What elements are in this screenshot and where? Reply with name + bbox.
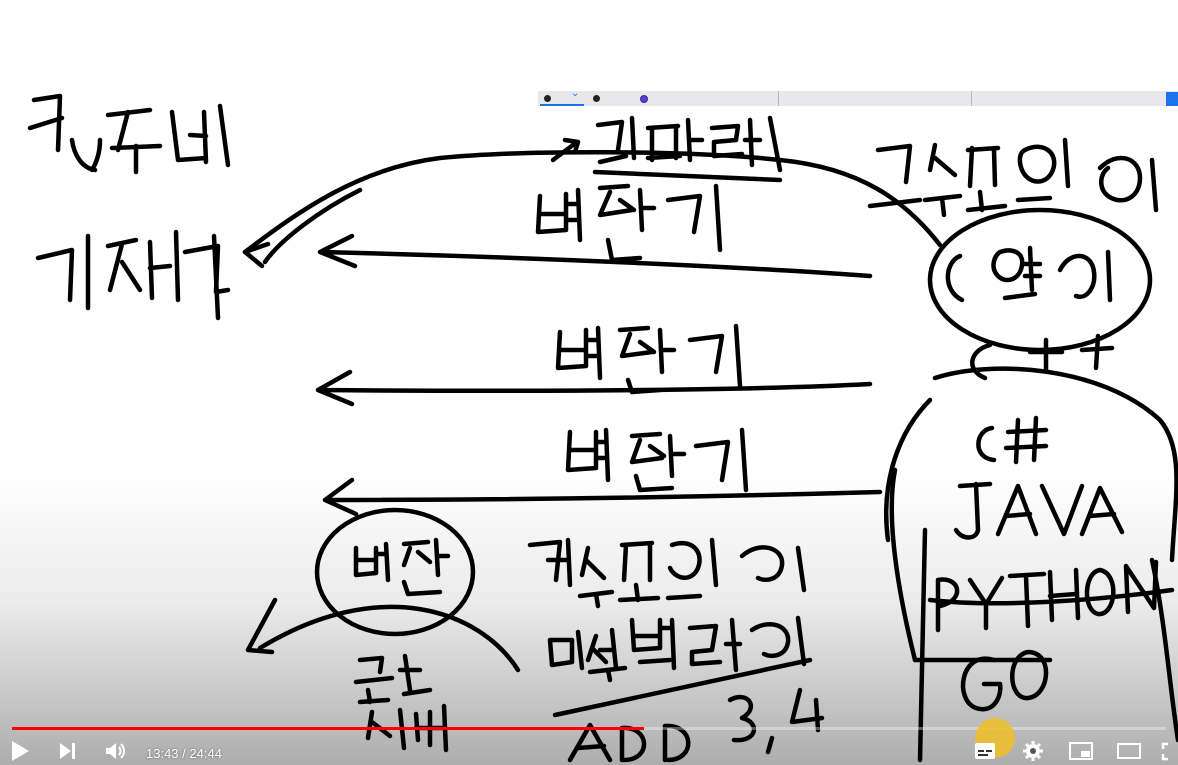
- fullscreen-icon: [1161, 742, 1168, 761]
- converter-arrow-1: [317, 233, 873, 279]
- c-language-bubble: [927, 207, 1153, 353]
- converter-arc-arrow: [245, 597, 521, 673]
- converter-arrow-3: [322, 477, 883, 517]
- handwriting-go: [960, 649, 1049, 712]
- next-icon: [60, 743, 75, 759]
- languages-bubble: [883, 366, 1178, 763]
- handwriting-low-level-language: [527, 537, 807, 609]
- progress-bar[interactable]: [12, 727, 1166, 730]
- handwriting-converter-1: [535, 183, 723, 263]
- handwriting-compiler: [550, 115, 783, 183]
- toolbar-dot-icon: [544, 95, 551, 102]
- handwriting-converter-3: [565, 427, 749, 493]
- theater-mode-button[interactable]: [1115, 737, 1143, 765]
- current-time: 13:43: [146, 746, 179, 761]
- play-button[interactable]: [6, 737, 34, 765]
- compiler-arrow: [242, 149, 943, 255]
- miniplayer-button[interactable]: [1067, 737, 1095, 765]
- handwriting-assembly-language: [547, 615, 813, 718]
- handwriting-python: [935, 559, 1159, 633]
- settings-button[interactable]: [1019, 737, 1047, 765]
- progress-played: [12, 727, 645, 730]
- color-dot-icon[interactable]: [640, 95, 648, 103]
- subtitles-icon: [975, 743, 995, 759]
- time-display: 13:43 / 24:44: [146, 746, 222, 761]
- settings-icon: [1023, 741, 1043, 761]
- time-separator: /: [178, 746, 190, 761]
- handwriting-machine-language: [35, 229, 231, 321]
- handwriting-c-sharp: [976, 415, 1049, 465]
- handwriting-java: [953, 481, 1125, 540]
- handwriting-high-level-language: [867, 137, 1159, 218]
- chevron-down-icon[interactable]: ⌄: [571, 88, 580, 99]
- fullscreen-button[interactable]: [1160, 737, 1178, 765]
- miniplayer-icon: [1069, 742, 1093, 760]
- converter-bubble: [314, 507, 476, 637]
- subtitles-button[interactable]: [971, 737, 999, 765]
- play-icon: [12, 741, 29, 761]
- theater-icon: [1117, 743, 1141, 759]
- next-button[interactable]: [54, 737, 82, 765]
- duration: 24:44: [189, 746, 222, 761]
- volume-button[interactable]: [102, 737, 130, 765]
- player-controls: 13:43 / 24:44: [0, 733, 1178, 765]
- volume-icon: [106, 743, 125, 759]
- app-toolbar-strip: ⌄: [538, 88, 1178, 106]
- handwriting-converter-2: [555, 323, 743, 395]
- handwriting-computer: [27, 93, 231, 175]
- handwriting-c-plus-plus: [970, 333, 1115, 381]
- scroll-thumb[interactable]: [1166, 92, 1178, 106]
- toolbar-dot-icon: [593, 95, 600, 102]
- converter-arrow-2: [315, 369, 873, 407]
